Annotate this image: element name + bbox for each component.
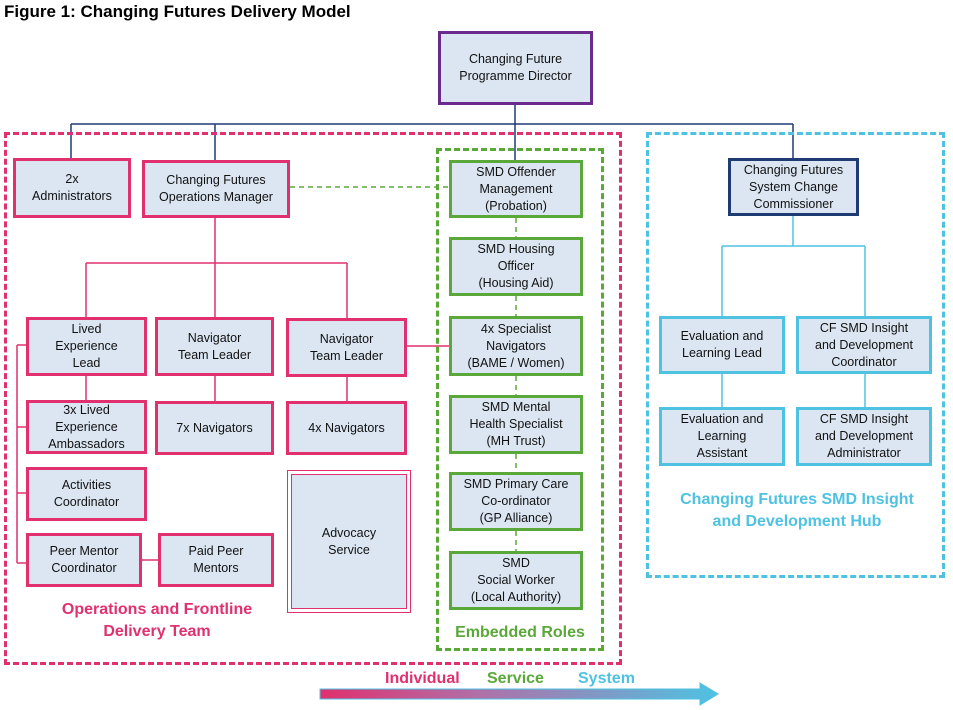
hub-group-border bbox=[646, 132, 945, 578]
hub-group-label: Changing Futures SMD Insight and Develop… bbox=[680, 491, 914, 530]
social-worker-box: SMD Social Worker (Local Authority) bbox=[449, 551, 583, 610]
activities-coordinator-box: Activities Coordinator bbox=[26, 467, 147, 521]
embedded-group-label: Embedded Roles bbox=[455, 624, 585, 641]
specialist-navigators-box: 4x Specialist Navigators (BAME / Women) bbox=[449, 316, 583, 376]
embedded-group-border bbox=[436, 148, 604, 651]
arrow-label-individual: Individual bbox=[385, 670, 460, 687]
offender-management-box: SMD Offender Management (Probation) bbox=[449, 160, 583, 218]
arrow-label-system: System bbox=[578, 670, 635, 687]
ambassadors-box: 3x Lived Experience Ambassadors bbox=[26, 400, 147, 454]
peer-mentor-coordinator-box: Peer Mentor Coordinator bbox=[26, 533, 142, 587]
mental-health-specialist-box: SMD Mental Health Specialist (MH Trust) bbox=[449, 395, 583, 454]
primary-care-coordinator-box: SMD Primary Care Co-ordinator (GP Allian… bbox=[449, 472, 583, 531]
administrators-box: 2x Administrators bbox=[13, 158, 131, 218]
progression-arrow bbox=[319, 682, 719, 706]
advocacy-service-box: Advocacy Service bbox=[287, 470, 411, 613]
four-navigators-box: 4x Navigators bbox=[286, 401, 407, 455]
operations-manager-box: Changing Futures Operations Manager bbox=[142, 160, 290, 218]
housing-officer-box: SMD Housing Officer (Housing Aid) bbox=[449, 237, 583, 296]
arrow-label-service: Service bbox=[487, 670, 544, 687]
figure-title: Figure 1: Changing Futures Delivery Mode… bbox=[4, 2, 351, 21]
programme-director-box: Changing Future Programme Director bbox=[438, 31, 593, 105]
lived-experience-lead-box: Lived Experience Lead bbox=[26, 317, 147, 376]
insight-administrator-box: CF SMD Insight and Development Administr… bbox=[796, 407, 932, 466]
evaluation-learning-lead-box: Evaluation and Learning Lead bbox=[659, 316, 785, 374]
insight-coordinator-box: CF SMD Insight and Development Coordinat… bbox=[796, 316, 932, 374]
paid-peer-mentors-box: Paid Peer Mentors bbox=[158, 533, 274, 587]
operations-group-border bbox=[4, 132, 622, 665]
seven-navigators-box: 7x Navigators bbox=[155, 401, 274, 455]
navigator-team-leader-box-1: Navigator Team Leader bbox=[155, 317, 274, 376]
evaluation-learning-assistant-box: Evaluation and Learning Assistant bbox=[659, 407, 785, 466]
navigator-team-leader-box-2: Navigator Team Leader bbox=[286, 318, 407, 377]
system-change-commissioner-box: Changing Futures System Change Commissio… bbox=[728, 158, 859, 216]
operations-group-label: Operations and Frontline Delivery Team bbox=[61, 601, 253, 640]
